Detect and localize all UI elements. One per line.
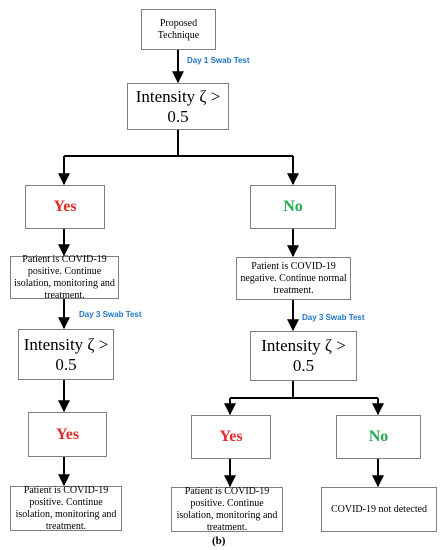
yes-box-2: Yes xyxy=(28,412,107,457)
figure-caption: (b) xyxy=(212,535,226,547)
yes-box-1: Yes xyxy=(25,185,105,229)
positive-result-box-1: Patient is COVID-19 positive. Continue i… xyxy=(10,254,119,301)
positive-result-box-2: Patient is COVID-19 positive. Continue i… xyxy=(10,485,122,532)
yes-box-3: Yes xyxy=(191,415,271,459)
intensity-box-2: Intensity ζ > 0.5 xyxy=(18,329,114,380)
proposed-technique-box: Proposed Technique xyxy=(141,9,216,50)
day1-swab-label: Day 1 Swab Test xyxy=(187,56,250,65)
intensity-box-1: Intensity ζ > 0.5 xyxy=(127,83,229,130)
no-box-2: No xyxy=(336,415,421,459)
no-box-1: No xyxy=(250,185,336,229)
positive-result-box-3: Patient is COVID-19 positive. Continue i… xyxy=(171,486,283,533)
not-detected-box: COVID-19 not detected xyxy=(321,487,437,532)
day3-swab-label-right: Day 3 Swab Test xyxy=(302,313,365,322)
intensity-box-3: Intensity ζ > 0.5 xyxy=(250,331,357,381)
negative-result-box: Patient is COVID-19 negative. Continue n… xyxy=(236,257,351,300)
day3-swab-label-left: Day 3 Swab Test xyxy=(79,310,142,319)
